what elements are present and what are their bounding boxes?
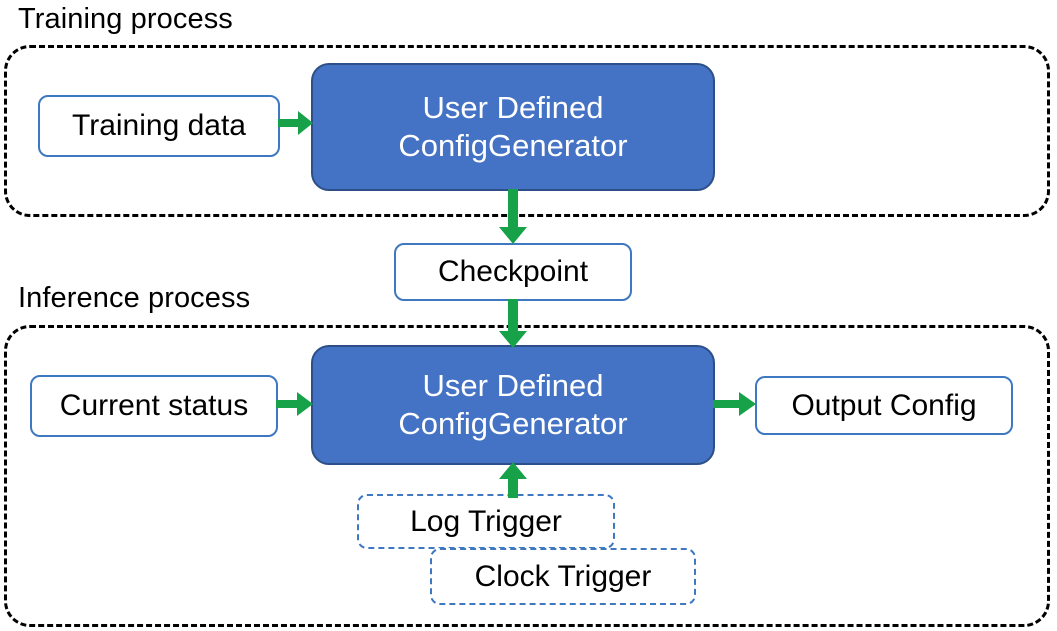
node-log-trigger[interactable]: Log Trigger <box>357 494 615 549</box>
node-training-data[interactable]: Training data <box>38 95 280 157</box>
arrow-current-status-to-generator-icon <box>276 391 314 417</box>
training-process-title: Training process <box>18 3 233 35</box>
node-user-defined-config-generator-training[interactable]: User Defined ConfigGenerator <box>311 63 715 191</box>
node-generator-training-line1: User Defined <box>422 90 604 125</box>
arrow-generator-to-checkpoint-icon <box>498 189 528 245</box>
node-checkpoint-label: Checkpoint <box>437 255 589 288</box>
node-output-config[interactable]: Output Config <box>755 376 1013 435</box>
node-output-config-label: Output Config <box>791 388 977 422</box>
node-generator-inference-line2: ConfigGenerator <box>398 406 628 441</box>
inference-process-title: Inference process <box>18 282 251 314</box>
node-training-data-label: Training data <box>72 109 246 142</box>
node-generator-inference-line1: User Defined <box>422 368 604 403</box>
node-clock-trigger[interactable]: Clock Trigger <box>430 548 696 605</box>
arrow-triggers-to-generator-icon <box>498 462 528 498</box>
node-generator-training-text: User Defined ConfigGenerator <box>398 89 627 165</box>
arrow-generator-to-output-config-icon <box>713 391 757 417</box>
node-current-status-label: Current status <box>59 389 249 422</box>
node-generator-training-line2: ConfigGenerator <box>398 128 628 163</box>
node-clock-trigger-label: Clock Trigger <box>474 559 652 593</box>
node-generator-inference-text: User Defined ConfigGenerator <box>398 367 627 443</box>
arrow-training-data-to-generator-icon <box>278 110 314 136</box>
node-current-status[interactable]: Current status <box>30 375 278 437</box>
node-user-defined-config-generator-inference[interactable]: User Defined ConfigGenerator <box>311 345 715 465</box>
arrow-checkpoint-to-generator-icon <box>498 299 528 349</box>
training-process-container <box>4 45 1050 217</box>
node-log-trigger-label: Log Trigger <box>410 504 562 538</box>
node-checkpoint[interactable]: Checkpoint <box>394 243 632 301</box>
inference-process-container <box>4 325 1050 627</box>
